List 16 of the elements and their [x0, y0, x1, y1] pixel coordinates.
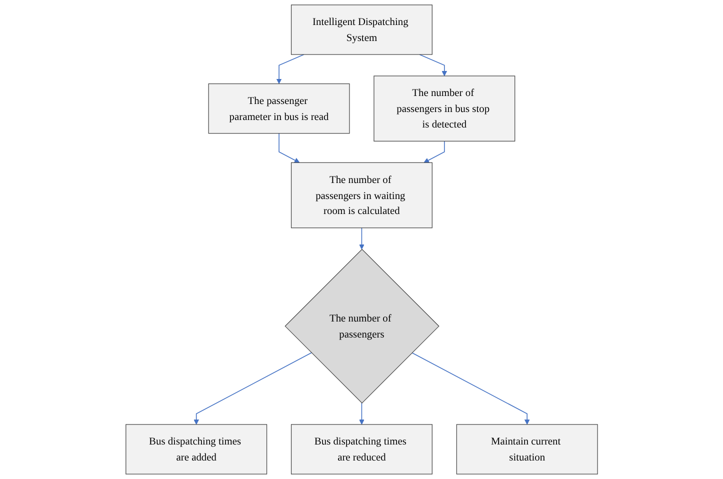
node-box: Intelligent Dispatching System: [290, 4, 432, 55]
node-box: Bus dispatching times are added: [125, 424, 267, 474]
arrow: [278, 132, 300, 163]
node-diamond: The number of passengers: [284, 248, 440, 404]
arrow: [358, 402, 364, 425]
node-box: Bus dispatching times are reduced: [290, 424, 432, 474]
arrow: [411, 352, 530, 425]
arrow: [358, 227, 364, 250]
arrow: [424, 140, 445, 163]
arrow: [418, 54, 447, 76]
node-box: The passenger parameter in bus is read: [208, 83, 350, 134]
arrow: [193, 352, 312, 425]
node-box: Maintain current situation: [456, 424, 598, 474]
node-box: The number of passengers in bus stop is detected: [373, 76, 515, 142]
arrow: [276, 54, 304, 84]
node-box: The number of passengers in waiting room is calculated: [290, 162, 432, 228]
